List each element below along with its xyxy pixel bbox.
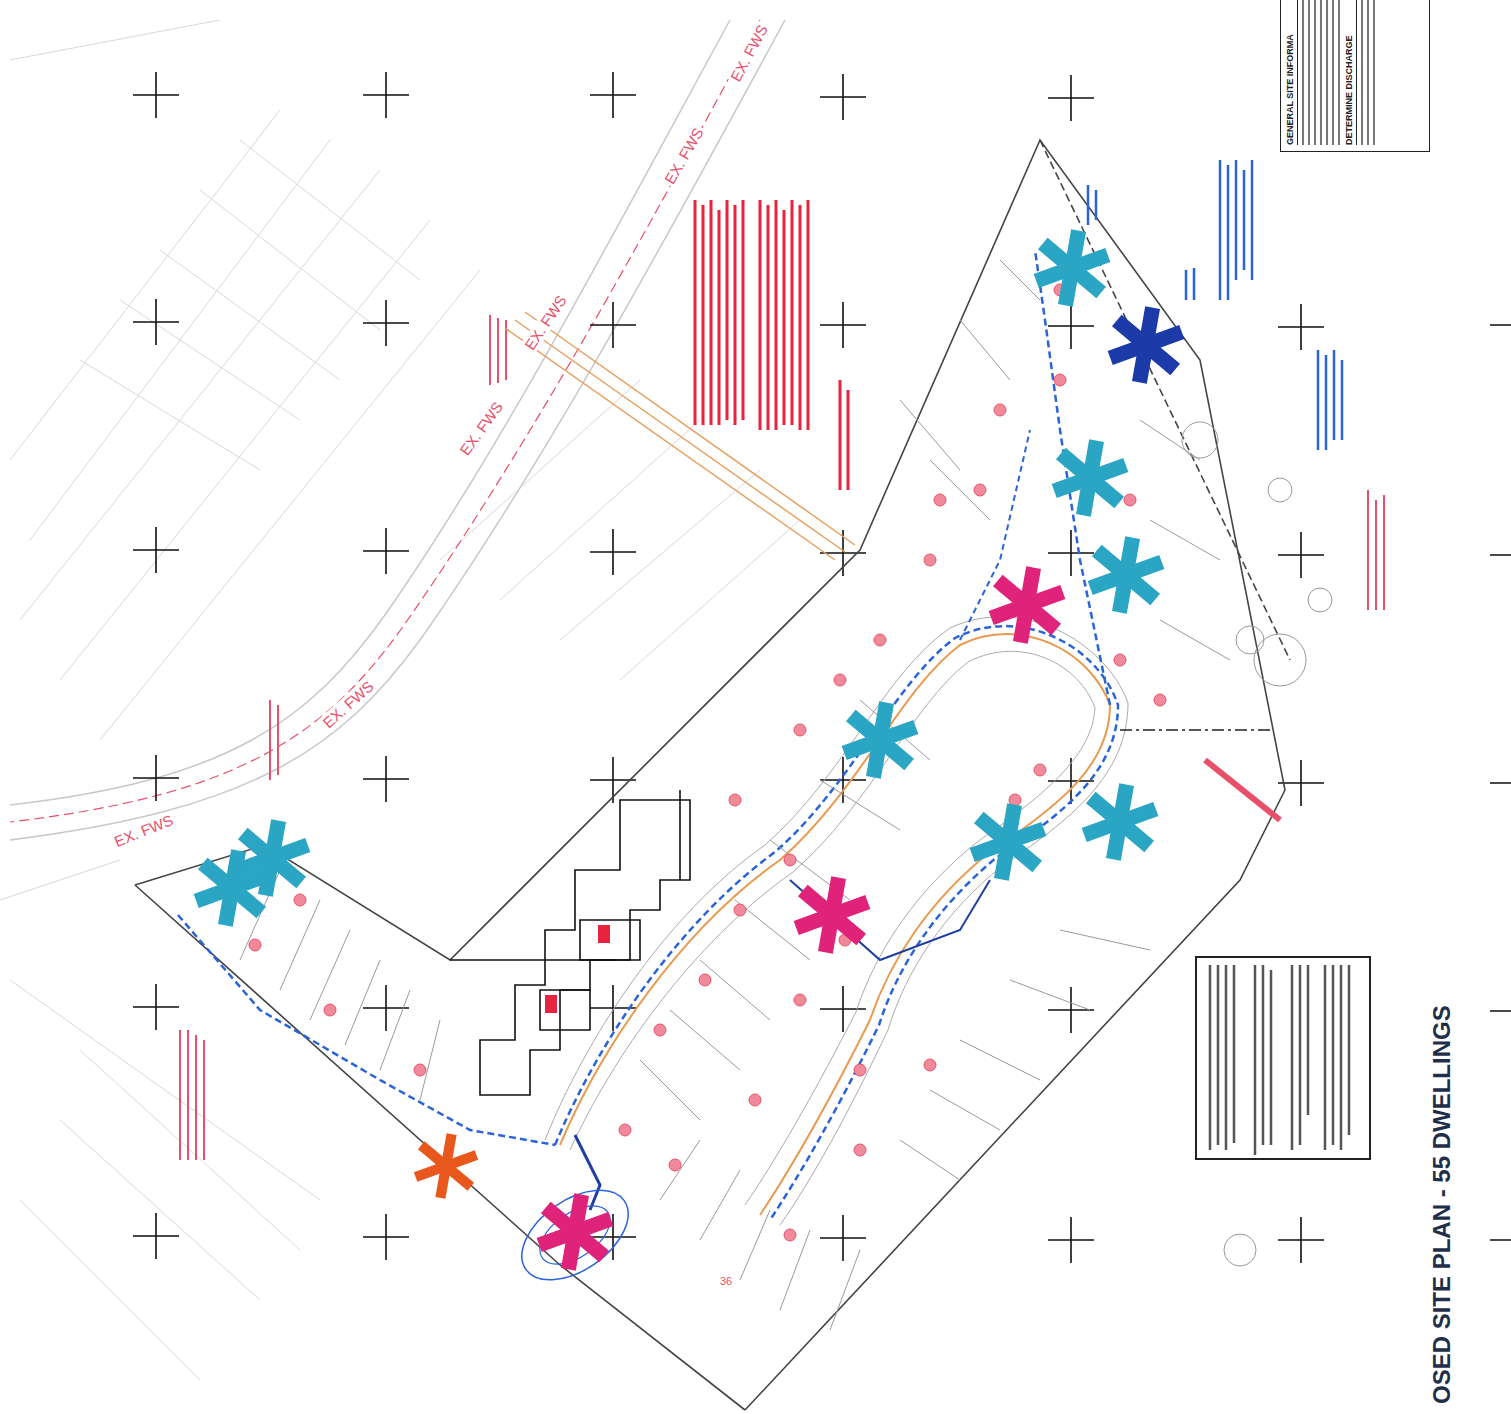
- note-line: [1320, 0, 1322, 145]
- note-line: [1338, 0, 1340, 145]
- drawing-title: OSED SITE PLAN - 55 DWELLINGS: [1428, 1005, 1456, 1404]
- note-line: [1332, 0, 1334, 145]
- note-line: [1367, 0, 1369, 145]
- note-line: [1308, 0, 1310, 145]
- note-line: [1326, 0, 1328, 145]
- note-line: [1314, 0, 1316, 145]
- note-line: [1361, 0, 1363, 145]
- note-line: [1302, 0, 1304, 145]
- map-label: 36: [718, 1275, 734, 1287]
- info-panel: GENERAL SITE INFORMA DETERMINE DISCHARGE: [1280, 0, 1430, 152]
- panel-heading: DETERMINE DISCHARGE: [1344, 0, 1357, 145]
- panel-heading: GENERAL SITE INFORMA: [1285, 0, 1298, 145]
- note-line: [1373, 0, 1375, 145]
